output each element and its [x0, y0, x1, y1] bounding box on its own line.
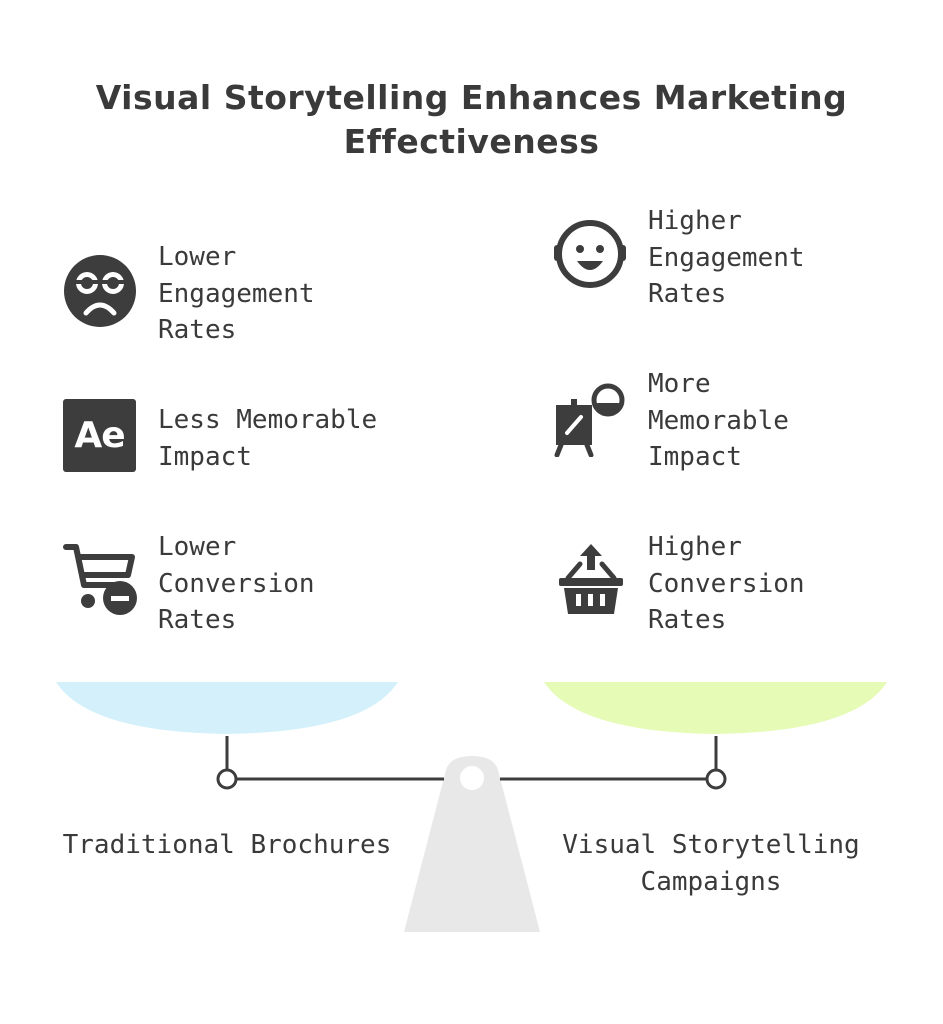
right-item-conversion: Higher Conversion Rates [648, 532, 805, 635]
after-effects-icon: Ae [63, 399, 136, 472]
left-beam-joint [216, 768, 238, 790]
title-line-2: Effectiveness [343, 122, 600, 161]
left-side-label: Traditional Brochures [62, 830, 392, 860]
left-item-conversion: Lower Conversion Rates [158, 532, 315, 635]
basket-upload-icon [559, 544, 623, 614]
fulcrum-pivot [460, 766, 484, 790]
happy-face-icon [554, 220, 626, 288]
left-pan [56, 682, 398, 734]
title-line-1: Visual Storytelling Enhances Marketing [95, 78, 848, 117]
cart-minus-icon [63, 544, 137, 615]
right-pan [544, 682, 887, 734]
left-item-memorable: Less Memorable Impact [158, 405, 378, 472]
scale-fulcrum [404, 756, 540, 932]
diagram-title: Visual Storytelling Enhances Marketing E… [0, 76, 943, 164]
easel-icon [554, 383, 625, 457]
right-item-engagement: Higher Engagement Rates [648, 206, 805, 309]
right-side-label: Visual Storytelling Campaigns [562, 830, 860, 897]
right-beam-joint [705, 768, 727, 790]
sad-face-icon [64, 255, 136, 327]
right-item-memorable: More Memorable Impact [648, 369, 789, 472]
left-item-engagement: Lower Engagement Rates [158, 242, 315, 345]
